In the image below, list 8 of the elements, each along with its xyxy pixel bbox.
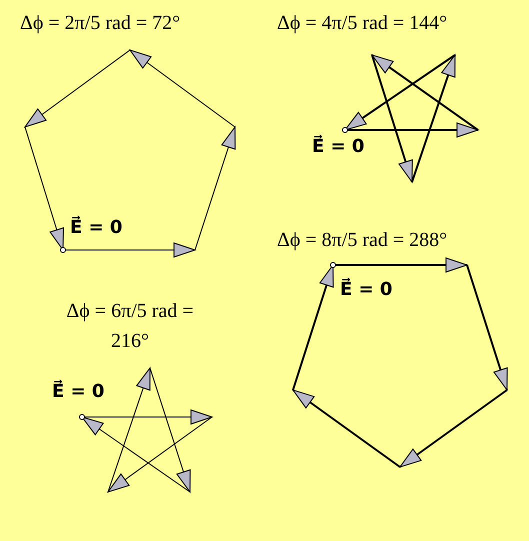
field-sum-label: E⃗ = 0 [312, 134, 364, 159]
field-sum-label: E⃗ = 0 [52, 378, 104, 404]
field-sum-label: E⃗ = 0 [340, 276, 392, 302]
phase-difference-label: Δϕ = 8π/5 rad = 288° [277, 228, 448, 253]
phase-difference-label: Δϕ = 6π/5 rad = 216° [65, 299, 195, 354]
phase-difference-label: Δϕ = 2π/5 rad = 72° [20, 11, 180, 36]
phase-difference-label: Δϕ = 4π/5 rad = 144° [277, 11, 448, 36]
field-sum-label: E⃗ = 0 [70, 214, 122, 240]
